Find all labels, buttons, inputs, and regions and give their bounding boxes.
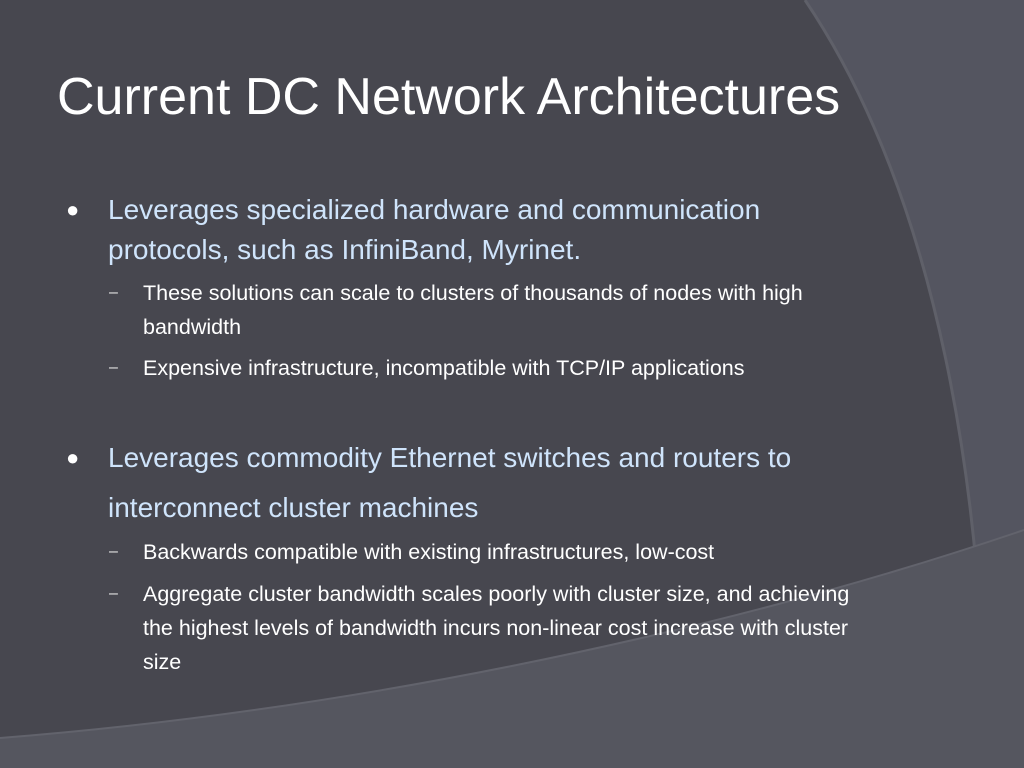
bullet-level1: ● Leverages specialized hardware and com… (66, 190, 888, 270)
dash-bullet-icon: – (109, 284, 118, 301)
dash-bullet-icon: – (109, 359, 118, 376)
bullet-level1: ● Leverages commodity Ethernet switches … (66, 433, 888, 533)
dash-bullet-icon: – (109, 585, 118, 602)
round-bullet-icon: ● (66, 445, 80, 470)
bullet-level2: – Aggregate cluster bandwidth scales poo… (109, 577, 883, 679)
bullet-text: Leverages commodity Ethernet switches an… (108, 442, 792, 523)
round-bullet-icon: ● (66, 197, 80, 222)
bullet-text: Backwards compatible with existing infra… (143, 540, 715, 564)
bullet-text: Leverages specialized hardware and commu… (108, 194, 761, 265)
bottom-arc-edge (0, 529, 1024, 739)
bullet-level2: – Expensive infrastructure, incompatible… (109, 347, 883, 389)
right-arc-band (805, 0, 1024, 768)
bullet-text: These solutions can scale to clusters of… (143, 281, 803, 339)
bullet-level2: – Backwards compatible with existing inf… (109, 535, 883, 569)
bullet-level2: – These solutions can scale to clusters … (109, 276, 883, 344)
bullet-text: Aggregate cluster bandwidth scales poorl… (143, 582, 850, 674)
dash-bullet-icon: – (109, 543, 118, 560)
slide-title: Current DC Network Architectures (57, 68, 841, 126)
bullet-text: Expensive infrastructure, incompatible w… (143, 356, 745, 380)
bottom-arc-band (0, 530, 1024, 768)
